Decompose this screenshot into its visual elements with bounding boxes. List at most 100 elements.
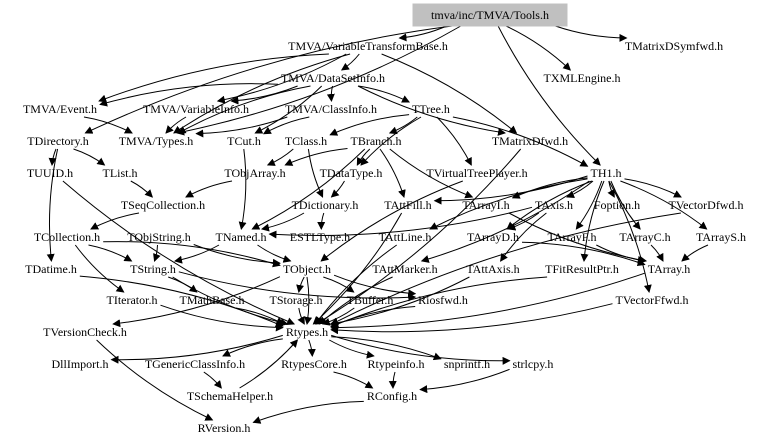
node-rtypes-h: Rtypes.h xyxy=(286,325,328,339)
edge-cls-to-dic xyxy=(307,148,324,198)
edge-rty-to-dll xyxy=(110,334,283,364)
edge-dsi-to-evt xyxy=(99,83,278,107)
edge-obj-to-rty xyxy=(304,276,313,325)
edge-th1-to-arc xyxy=(610,180,641,230)
node-tcut-h: TCut.h xyxy=(227,134,261,148)
edge-cin-to-cut xyxy=(262,116,310,135)
node-tdatatype-h: TDataType.h xyxy=(320,166,383,180)
edge-rfw-to-rty xyxy=(330,306,416,328)
edge-cin-to-typ xyxy=(195,116,288,138)
edge-th1-to-ari xyxy=(511,177,588,199)
edge-sqc-to-col xyxy=(90,212,140,230)
node-tvirtualtreeplayer-h: TVirtualTreePlayer.h xyxy=(426,166,527,180)
node-tarrayd-h: TArrayD.h xyxy=(467,230,519,244)
node-tversioncheck-h: TVersionCheck.h xyxy=(43,325,127,339)
edge-vck-to-rvr xyxy=(96,339,214,421)
edge-itr-to-rty xyxy=(160,304,284,332)
node-tmva-types-h: TMVA/Types.h xyxy=(119,134,194,148)
edge-str-to-mtb xyxy=(168,276,198,293)
node-tcollection-h: TCollection.h xyxy=(34,230,100,244)
node-riosfwd-h: Riosfwd.h xyxy=(418,293,468,307)
edge-mdf-to-rty xyxy=(315,148,522,325)
node-txmlengine-h: TXMLEngine.h xyxy=(544,71,621,85)
edge-obj-to-vck xyxy=(112,276,281,328)
edge-tre-to-cls xyxy=(329,114,410,136)
edge-rty-to-rti xyxy=(329,339,375,359)
edge-vtb-to-typ xyxy=(173,53,351,134)
node-tmva-variabletransformbase-h: TMVA/VariableTransformBase.h xyxy=(288,39,448,53)
edge-osh-to-obj xyxy=(193,244,281,267)
edge-axs-to-aax xyxy=(500,212,547,262)
edge-root-to-mds xyxy=(555,25,628,42)
root-node-box xyxy=(412,3,568,27)
node-tobject-h: TObject.h xyxy=(283,262,331,276)
node-tmatrixdsymfwd-h: TMatrixDSymfwd.h xyxy=(625,39,723,53)
node-tmva-classinfo-h: TMVA/ClassInfo.h xyxy=(285,102,377,116)
node-tbuffer-h: TBuffer.h xyxy=(347,293,394,307)
edge-dsi-to-cut xyxy=(254,85,323,134)
node-tvectordfwd-h: TVectorDfwd.h xyxy=(669,198,744,212)
edge-th1-to-ars xyxy=(620,180,708,230)
node-tlist-h: TList.h xyxy=(103,166,138,180)
node-th1-h: TH1.h xyxy=(591,166,622,180)
edge-ard-to-arr xyxy=(521,241,646,267)
edge-col-to-itr xyxy=(74,244,125,293)
edge-dsi-to-vin xyxy=(230,85,298,105)
node-tattfill-h: TAttFill.h xyxy=(384,198,431,212)
edge-dsi-to-mdf xyxy=(357,85,506,136)
edge-axs-to-ard xyxy=(507,212,540,231)
edge-stg-to-rty xyxy=(297,307,305,325)
edge-vtb-to-mdf xyxy=(381,53,518,134)
edge-uui-to-rty xyxy=(62,180,296,325)
node-ttree-h: TTree.h xyxy=(412,102,450,116)
node-dllimport-h: DllImport.h xyxy=(52,357,109,371)
node-tattmarker-h: TAttMarker.h xyxy=(372,262,437,276)
edge-arf-to-arr xyxy=(596,244,646,264)
edge-dir-to-uui xyxy=(48,148,57,166)
node-tclass-h: TClass.h xyxy=(285,134,327,148)
node-tmathbase-h: TMathBase.h xyxy=(180,293,245,307)
edge-tre-to-th1 xyxy=(452,116,589,167)
node-tstring-h: TString.h xyxy=(130,262,176,276)
node-tvectorffwd-h: TVectorFfwd.h xyxy=(616,293,689,307)
edge-vdf-to-rty xyxy=(330,212,681,325)
edge-scp-to-rcf xyxy=(419,368,510,394)
edge-vff-to-rty xyxy=(330,303,613,335)
edge-dic-to-est xyxy=(317,212,326,230)
edge-lst-to-sqc xyxy=(130,180,153,198)
edge-dir-to-dtm xyxy=(46,148,59,262)
edge-obj-to-rfw xyxy=(333,274,417,298)
node-tarrayc-h: TArrayC.h xyxy=(619,230,670,244)
edge-dir-to-lst xyxy=(73,148,106,166)
edge-bra-to-ari xyxy=(389,148,474,199)
edge-vtp-to-obj xyxy=(320,180,463,262)
edge-dsi-to-tre xyxy=(358,85,410,103)
node-strlcpy-h: strlcpy.h xyxy=(513,357,554,371)
node-tarrays-h: TArrayS.h xyxy=(696,230,746,244)
edge-nam-to-str xyxy=(174,244,220,264)
edge-bra-to-afl xyxy=(379,148,406,198)
edge-rti-to-rcf xyxy=(388,371,397,389)
edge-th1-to-ali xyxy=(429,178,588,230)
node-tarrayf-h: TArrayF.h xyxy=(547,230,596,244)
edge-nam-to-obj xyxy=(257,244,292,263)
edge-rtc-to-rcf xyxy=(333,371,374,389)
edge-dic-to-nam xyxy=(261,212,305,232)
root-node-label: tmva/inc/TMVA/Tools.h xyxy=(431,8,549,22)
edge-root-to-typ xyxy=(176,25,462,136)
edge-rty-to-snp xyxy=(331,336,442,361)
edge-root-to-xml xyxy=(505,25,572,71)
edge-th1-to-arf xyxy=(575,180,603,230)
edge-sch-to-rty xyxy=(239,339,299,389)
node-tmatrixdfwd-h: TMatrixDfwd.h xyxy=(492,134,568,148)
edge-tre-to-bra xyxy=(388,116,418,135)
node-titerator-h: TIterator.h xyxy=(107,293,158,307)
node-rconfig-h: RConfig.h xyxy=(367,389,417,403)
nodes-layer: tmva/inc/TMVA/Tools.h TMVA/VariableTrans… xyxy=(23,3,746,435)
edge-osh-to-str xyxy=(153,244,161,262)
edges-layer xyxy=(46,25,709,424)
node-tattline-h: TAttLine.h xyxy=(379,230,432,244)
node-rversion-h: RVersion.h xyxy=(198,421,251,435)
